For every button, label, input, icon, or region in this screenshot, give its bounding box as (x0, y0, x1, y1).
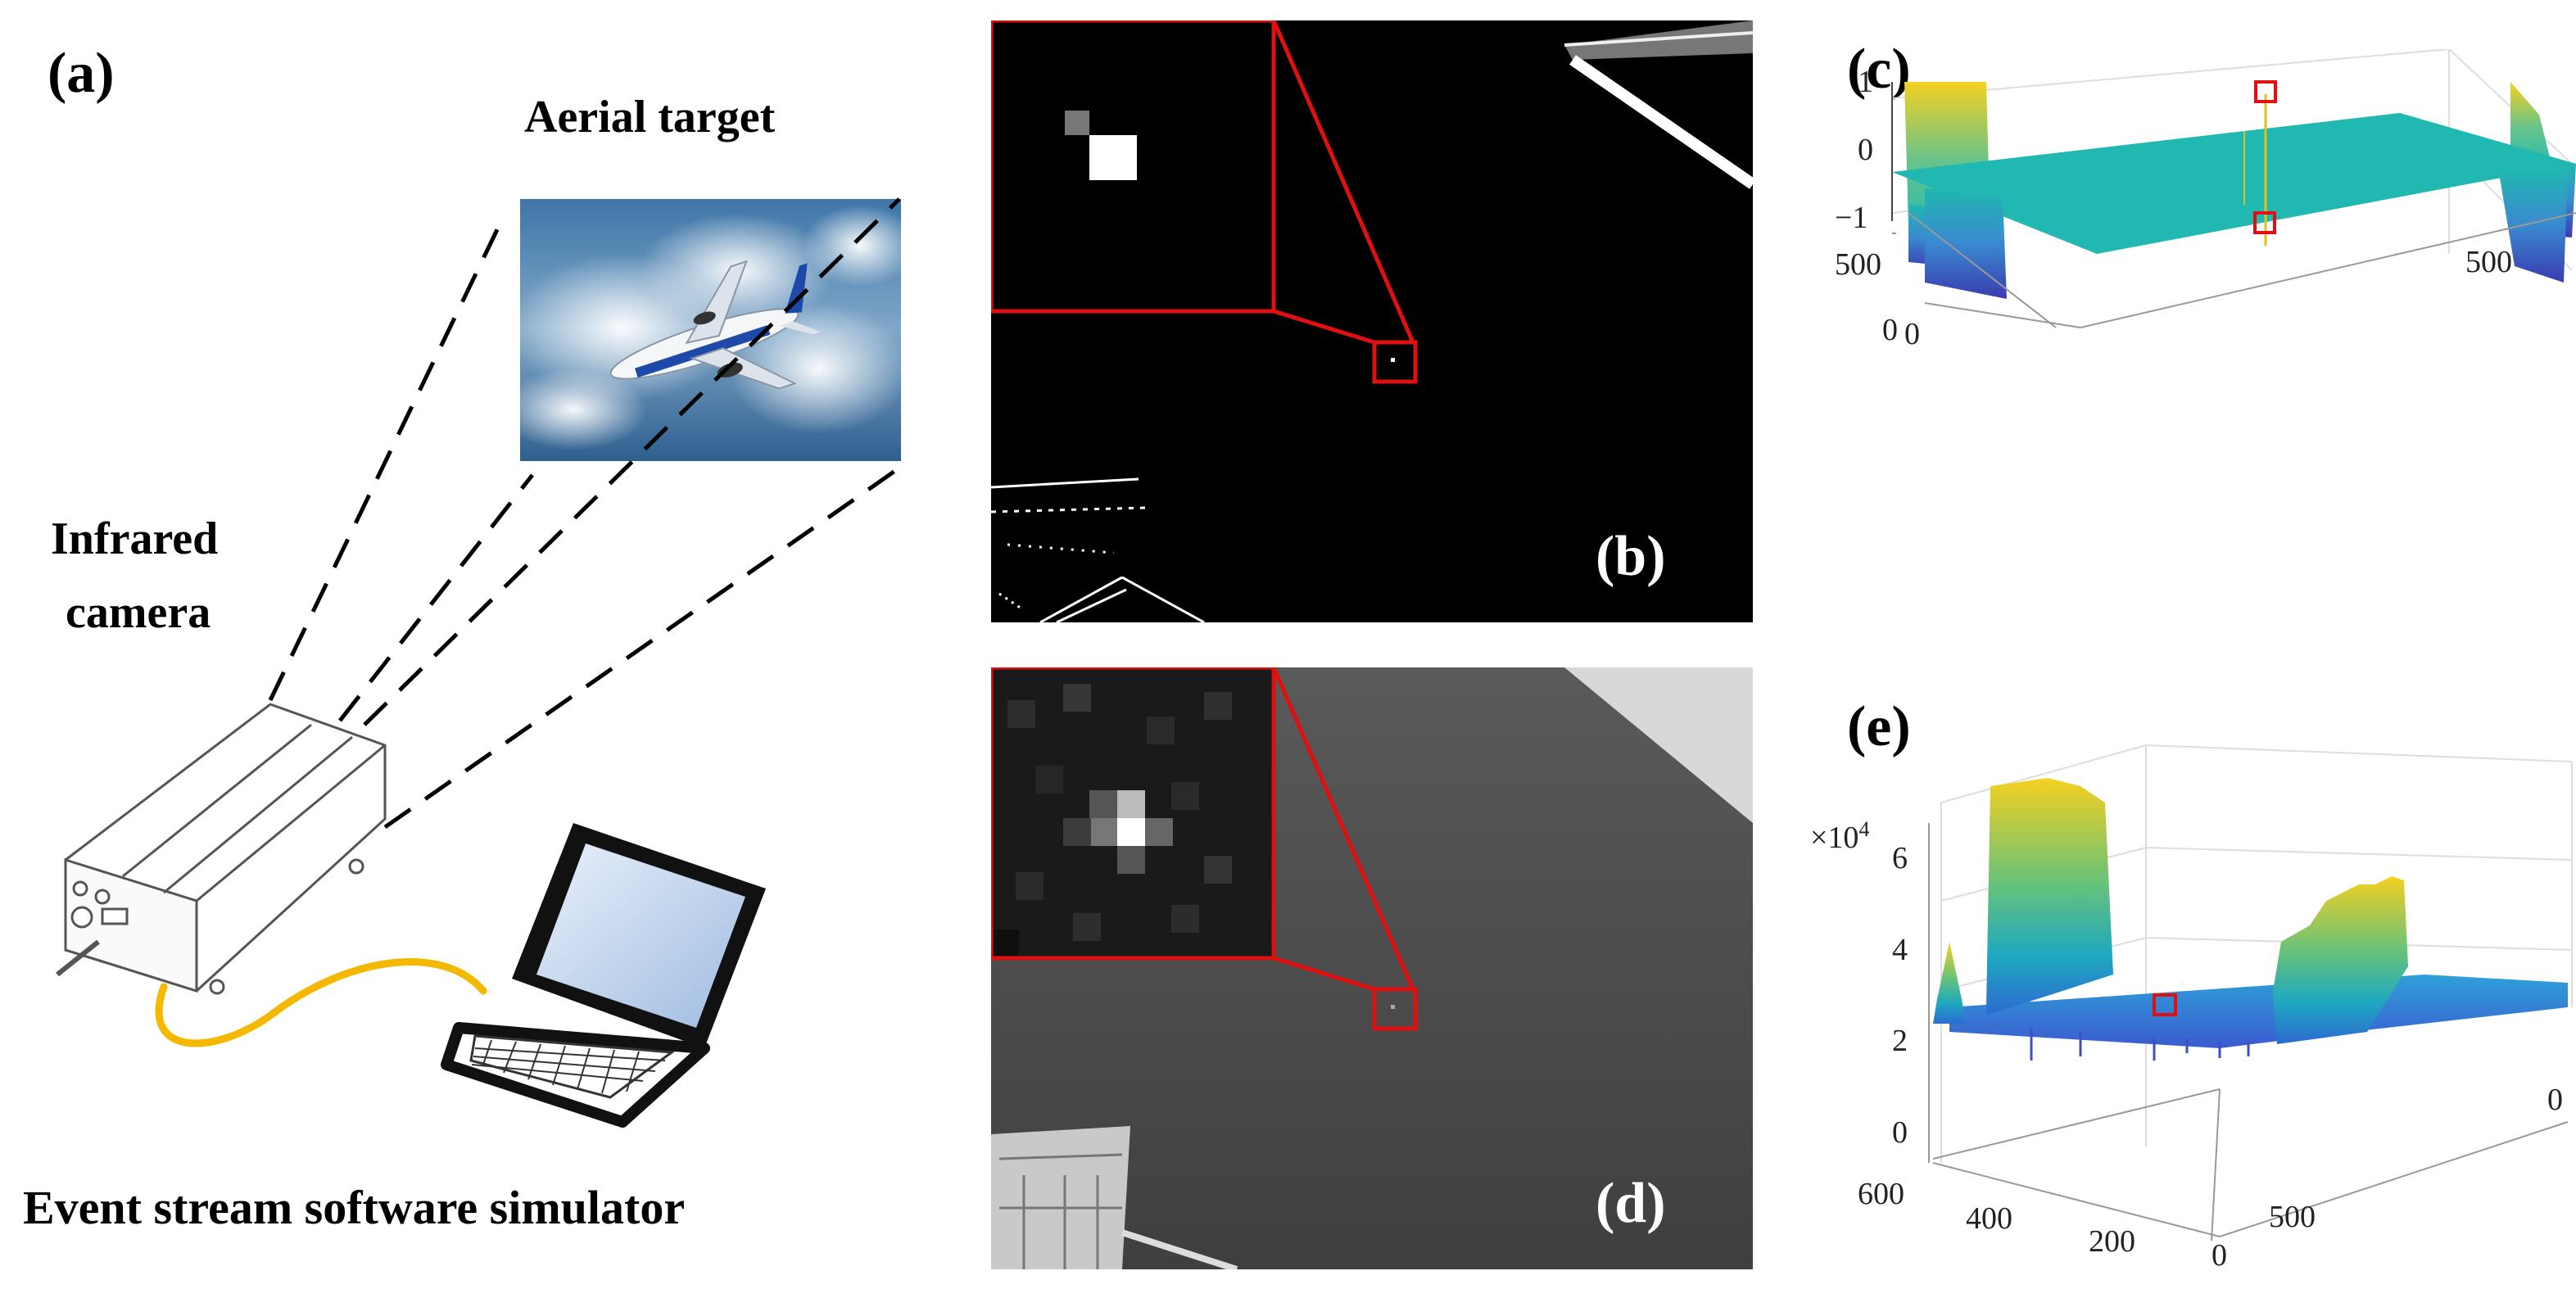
c-left-tick-0: 0 (1882, 313, 1898, 347)
e-xtick-400: 400 (1966, 1201, 2012, 1236)
c-ztick-1: 1 (1858, 65, 1873, 99)
panel-b-label: (b) (1596, 524, 1666, 590)
e-xtick-200: 200 (2089, 1224, 2135, 1259)
c-right-tick-0: 0 (1904, 317, 1920, 351)
event-surface-plot: 1 0 −1 500 0 0 500 (1810, 49, 2576, 622)
aerial-target-photo (500, 199, 917, 461)
infrared-camera-icon (57, 704, 385, 993)
e-ytick-500: 500 (2269, 1200, 2316, 1234)
laptop-icon (446, 823, 766, 1122)
e-ztick-6: 6 (1892, 841, 1908, 875)
c-ztick-neg1: −1 (1835, 201, 1867, 235)
e-ztick-0: 0 (1892, 1115, 1908, 1150)
c-left-tick-500: 500 (1835, 247, 1881, 282)
e-ztick-2: 2 (1892, 1024, 1908, 1058)
e-ytick-0: 0 (2547, 1083, 2563, 1117)
e-zscale: ×104 (1810, 817, 1869, 855)
panel-a-illustration (0, 0, 967, 1187)
intensity-surface-plot: ×104 6 4 2 0 600 400 200 0 0 500 (1802, 737, 2576, 1269)
c-right-tick-500: 500 (2465, 245, 2512, 279)
e-ztick-4: 4 (1892, 933, 1908, 967)
e-xtick-0: 0 (2212, 1238, 2227, 1269)
c-ztick-0: 0 (1858, 133, 1873, 167)
zoom-pixel-grid (991, 667, 1274, 958)
e-xtick-600: 600 (1858, 1177, 1904, 1211)
panel-d-label: (d) (1596, 1171, 1666, 1237)
simulator-label: Event stream software simulator (23, 1179, 685, 1237)
